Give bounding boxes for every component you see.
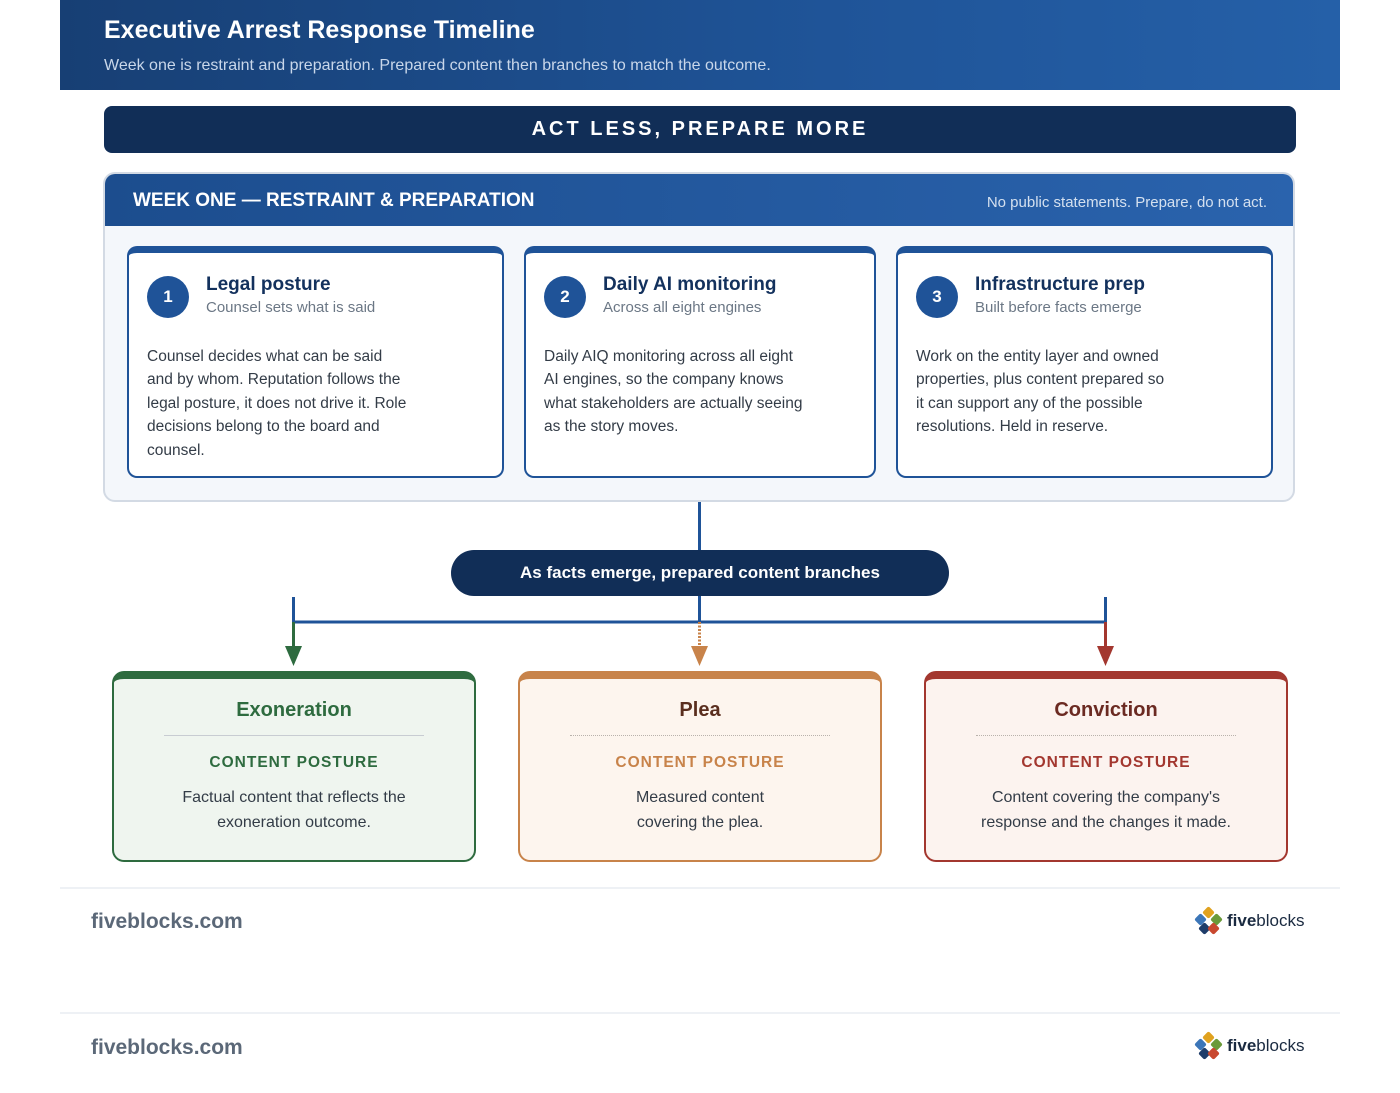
divider	[570, 735, 830, 736]
arrow-down-icon	[691, 646, 708, 666]
outcome-body: Factual content that reflects the exoner…	[182, 789, 406, 831]
step-title: Infrastructure prep	[975, 274, 1145, 295]
fiveblocks-logo: fiveblocks	[1194, 906, 1305, 936]
step-subtitle: Counsel sets what is said	[206, 299, 376, 316]
step-number-badge: 2	[544, 276, 586, 318]
outcome-card-plea: Plea CONTENT POSTURE Measured content co…	[518, 671, 882, 862]
outcome-title: Conviction	[1054, 699, 1158, 721]
step-title: Daily AI monitoring	[603, 274, 777, 295]
page-header: Executive Arrest Response Timeline Week …	[60, 0, 1340, 90]
divider	[976, 735, 1236, 736]
footer-site-link[interactable]: fiveblocks.com	[91, 1036, 243, 1059]
arrow-down-icon	[1097, 646, 1114, 666]
footer-divider	[60, 887, 1340, 889]
branch-pill: As facts emerge, prepared content branch…	[451, 550, 949, 596]
step-subtitle: Across all eight engines	[603, 299, 762, 316]
arrow-down-icon	[285, 646, 302, 666]
outcome-title: Plea	[679, 699, 721, 721]
footer-site-link[interactable]: fiveblocks.com	[91, 910, 243, 933]
fiveblocks-logo-icon	[1194, 1031, 1223, 1060]
outcome-card-exoneration: Exoneration CONTENT POSTURE Factual cont…	[112, 671, 476, 862]
page-title: Executive Arrest Response Timeline	[104, 16, 535, 44]
fiveblocks-logo: fiveblocks	[1194, 1031, 1305, 1061]
footer-divider	[60, 1012, 1340, 1014]
week-one-note: No public statements. Prepare, do not ac…	[986, 194, 1267, 211]
week-one-title: WEEK ONE — RESTRAINT & PREPARATION	[133, 190, 535, 211]
page-subtitle: Week one is restraint and preparation. P…	[104, 57, 771, 74]
outcome-card-conviction: Conviction CONTENT POSTURE Content cover…	[924, 671, 1288, 862]
fiveblocks-logo-icon	[1194, 906, 1223, 935]
logo-wordmark: fiveblocks	[1227, 1036, 1305, 1055]
step-card-infrastructure-prep: 3 Infrastructure prep Built before facts…	[896, 246, 1273, 478]
step-number-badge: 1	[147, 276, 189, 318]
step-card-daily-ai-monitoring: 2 Daily AI monitoring Across all eight e…	[524, 246, 876, 478]
outcome-label: CONTENT POSTURE	[615, 754, 785, 771]
step-body: Counsel decides what can be said and by …	[147, 348, 407, 459]
outcome-title: Exoneration	[236, 699, 352, 721]
divider	[164, 735, 424, 736]
week-one-header: WEEK ONE — RESTRAINT & PREPARATION No pu…	[105, 174, 1293, 226]
outcome-body: Content covering the company's response …	[981, 789, 1231, 831]
step-title: Legal posture	[206, 274, 331, 295]
step-subtitle: Built before facts emerge	[975, 299, 1142, 316]
outcome-label: CONTENT POSTURE	[209, 754, 379, 771]
step-body: Work on the entity layer and owned prope…	[916, 348, 1165, 436]
step-number-badge: 3	[916, 276, 958, 318]
outcome-body: Measured content covering the plea.	[635, 789, 765, 831]
outcome-label: CONTENT POSTURE	[1021, 754, 1191, 771]
logo-wordmark: fiveblocks	[1227, 911, 1305, 930]
step-card-legal-posture: 1 Legal posture Counsel sets what is sai…	[127, 246, 504, 478]
step-body: Daily AIQ monitoring across all eight AI…	[544, 348, 803, 436]
principle-banner: ACT LESS, PREPARE MORE	[104, 106, 1296, 153]
connector-line	[698, 502, 701, 550]
